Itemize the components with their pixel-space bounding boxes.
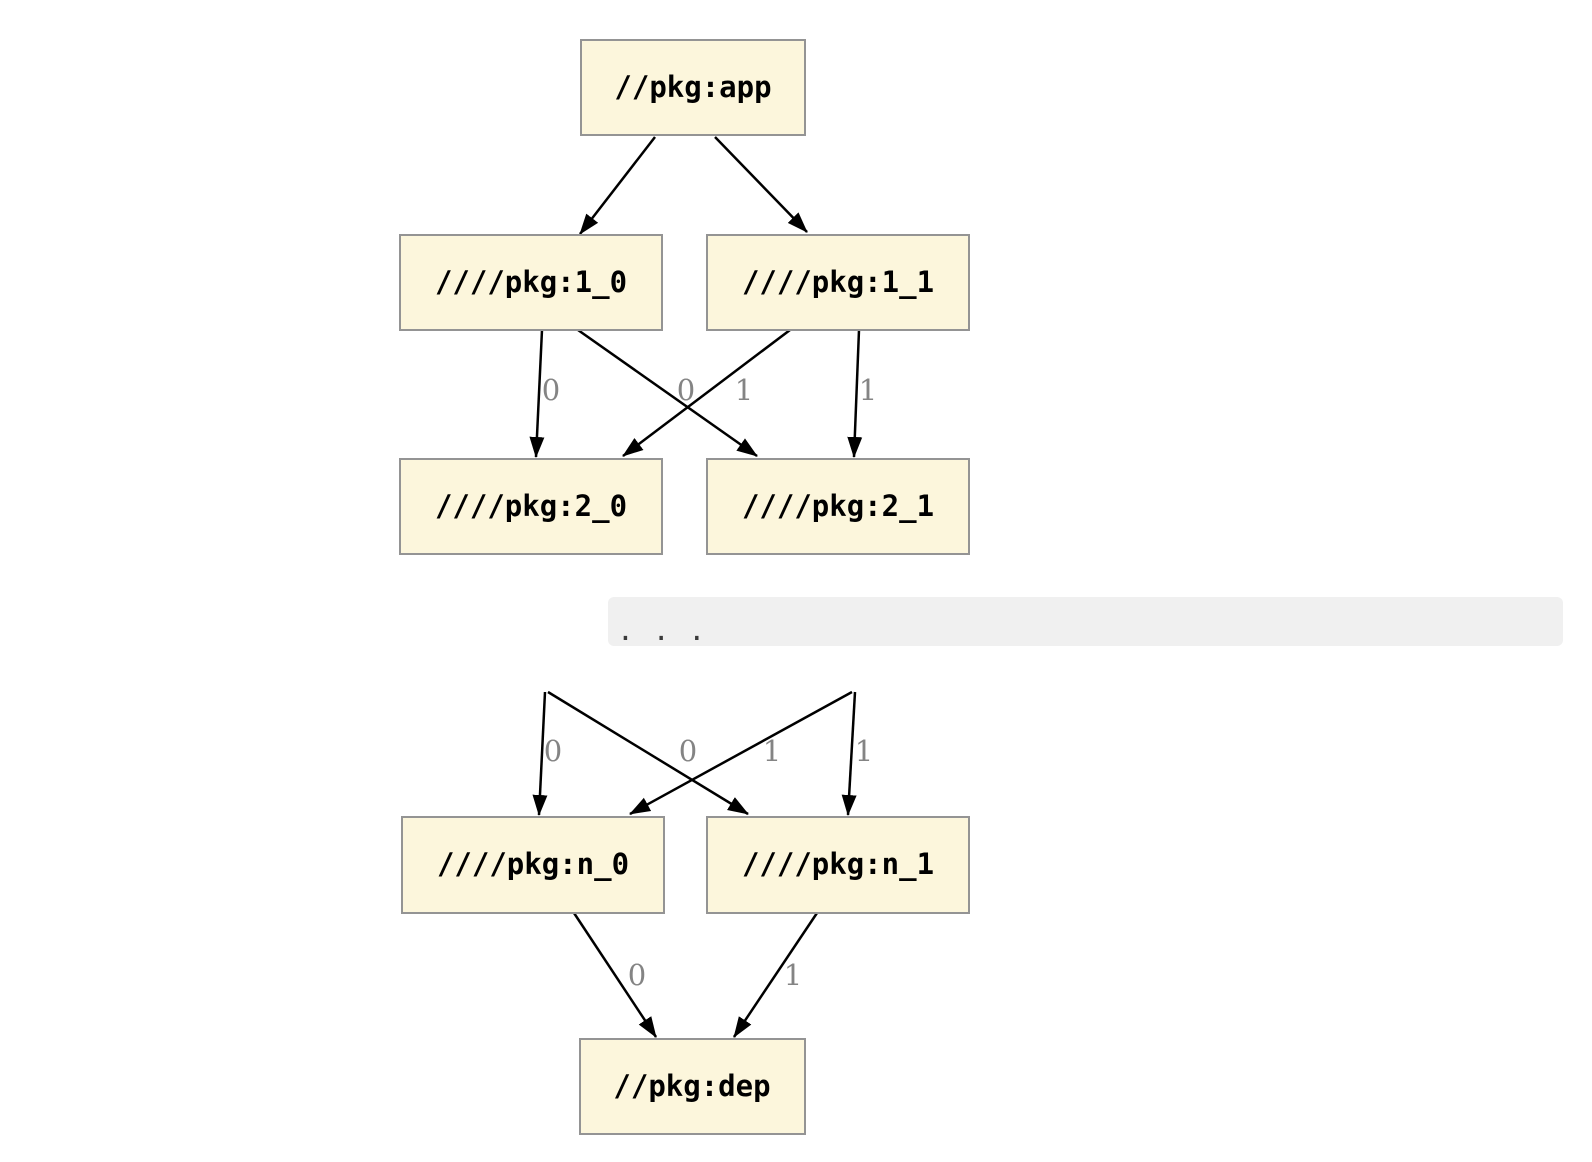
- edge-label-1_1-to-2_1: 1: [859, 373, 877, 407]
- node-pkg-2_0-box: [399, 458, 663, 555]
- node-pkg-n_1-label: ////pkg:n_1: [742, 847, 934, 881]
- edge-app-to-1_1: [714, 136, 808, 233]
- node-pkg-app-box: [580, 39, 806, 136]
- edge-label-n_0-to-dep: 0: [628, 958, 646, 992]
- edge-label-truncated-to-n_1-right: 1: [855, 734, 873, 768]
- edges: [529, 136, 863, 1038]
- node-pkg-dep: //pkg:dep: [579, 1038, 806, 1135]
- node-pkg-1_0-box: [399, 234, 663, 331]
- node-pkg-2_1-box: [706, 458, 970, 555]
- edge-label-1_0-to-2_1: 1: [735, 373, 753, 407]
- edge-label-truncated-to-n_0-cross: 0: [679, 734, 697, 768]
- edge-1_0-to-2_0: [529, 329, 545, 458]
- edge-truncated-left-to-n_1: [547, 690, 749, 816]
- node-pkg-2_1: ////pkg:2_1: [706, 458, 970, 555]
- edge-label-1_0-to-2_0: 0: [542, 373, 560, 407]
- node-pkg-app-label: //pkg:app: [614, 70, 771, 104]
- node-pkg-2_1-label: ////pkg:2_1: [742, 489, 934, 523]
- edge-label-1_1-to-2_0: 0: [677, 373, 695, 407]
- edge-label-truncated-to-n_0-left: 0: [544, 734, 562, 768]
- node-pkg-1_1: ////pkg:1_1: [706, 234, 970, 331]
- node-pkg-2_0: ////pkg:2_0: [399, 458, 663, 555]
- node-pkg-n_0: ////pkg:n_0: [401, 816, 665, 914]
- node-pkg-dep-box: [579, 1038, 806, 1135]
- ellipsis-band: [608, 597, 1563, 646]
- node-pkg-n_1-box: [706, 816, 970, 914]
- edge-n_0-to-dep: [572, 912, 658, 1038]
- edge-truncated-right-to-n_0: [629, 690, 853, 816]
- edge-1_0-to-2_1: [577, 328, 758, 458]
- edge-label-truncated-to-n_1-cross: 1: [763, 734, 781, 768]
- edge-1_1-to-2_0: [622, 329, 791, 457]
- node-pkg-1_1-box: [706, 234, 970, 331]
- node-pkg-2_0-label: ////pkg:2_0: [435, 489, 627, 523]
- node-pkg-n_0-box: [401, 816, 665, 914]
- node-pkg-app: //pkg:app: [580, 39, 806, 136]
- nodes: //pkg:app ////pkg:1_0 ////pkg:1_1 ////pk…: [399, 39, 970, 1135]
- edge-app-to-1_0: [579, 136, 656, 235]
- node-pkg-1_0-label: ////pkg:1_0: [435, 265, 627, 299]
- edge-1_1-to-2_1: [847, 329, 863, 458]
- node-pkg-dep-label: //pkg:dep: [613, 1069, 770, 1103]
- edge-truncated-right-to-n_1: [841, 691, 857, 816]
- node-pkg-1_0: ////pkg:1_0: [399, 234, 663, 331]
- ellipsis-dots: . . .: [617, 614, 705, 647]
- node-pkg-1_1-label: ////pkg:1_1: [742, 265, 934, 299]
- edge-truncated-left-to-n_0: [532, 691, 548, 816]
- node-pkg-n_1: ////pkg:n_1: [706, 816, 970, 914]
- edge-n_1-to-dep: [732, 912, 819, 1038]
- edge-labels: 0 0 1 1 0 0 1 1 0 1: [542, 373, 877, 992]
- node-pkg-n_0-label: ////pkg:n_0: [437, 847, 629, 881]
- edge-label-n_1-to-dep: 1: [784, 958, 802, 992]
